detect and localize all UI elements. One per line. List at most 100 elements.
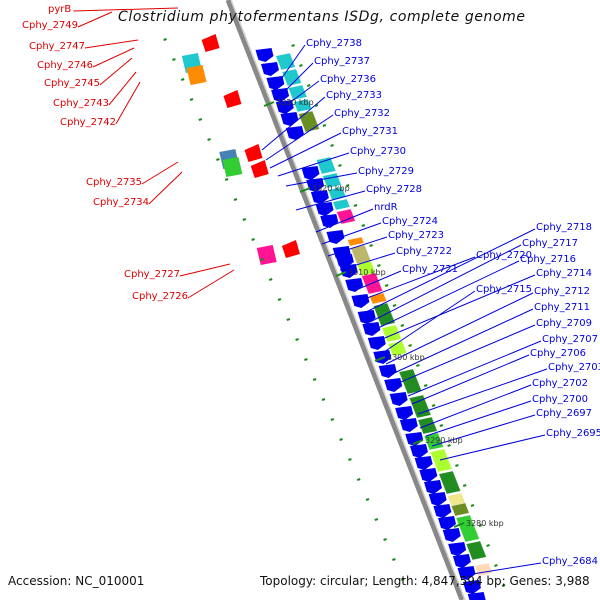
gene-label[interactable]: Cphy_2737 — [314, 56, 371, 67]
forward-gene-box — [293, 98, 313, 113]
leader-line — [383, 290, 476, 353]
gc-skew-mark — [268, 278, 273, 281]
gene-label[interactable]: Cphy_2695 — [546, 428, 600, 439]
gc-skew-track — [163, 38, 506, 587]
gene-label[interactable]: Cphy_2703 — [548, 362, 600, 373]
gene-label[interactable]: Cphy_2727 — [124, 269, 181, 280]
gc-skew-mark — [216, 158, 220, 161]
gene-label[interactable]: Cphy_2717 — [522, 238, 579, 249]
forward-gene-box — [408, 394, 432, 419]
gene-label[interactable]: Cphy_2735 — [86, 177, 143, 188]
reverse-gene-arrow — [423, 480, 442, 494]
gc-skew-mark — [277, 298, 282, 301]
leader-line — [277, 152, 350, 177]
leader-line — [339, 252, 396, 271]
leader-line — [271, 44, 306, 93]
gc-skew-mark — [478, 524, 483, 527]
gc-skew-mark — [348, 458, 352, 461]
gene-label[interactable]: Cphy_2724 — [382, 216, 439, 227]
gc-skew-mark — [384, 284, 389, 287]
leader-line — [431, 414, 536, 447]
gene-label[interactable]: Cphy_2738 — [306, 38, 363, 49]
leader-line — [269, 132, 342, 169]
gc-skew-mark — [374, 518, 379, 521]
reverse-gene-arrow — [399, 418, 418, 432]
gene-label[interactable]: Cphy_2720 — [476, 250, 533, 261]
gene-label[interactable]: pyrB — [48, 4, 72, 15]
gc-skew-mark — [312, 378, 317, 381]
gene-label[interactable]: Cphy_2730 — [350, 146, 407, 157]
reverse-gene-arrow — [362, 322, 381, 336]
gene-label[interactable]: Cphy_2723 — [388, 230, 445, 241]
gene-label[interactable]: Cphy_2684 — [542, 556, 599, 567]
gc-skew-mark — [338, 164, 342, 167]
gene-label[interactable]: Cphy_2697 — [536, 408, 593, 419]
leader-line — [379, 274, 536, 341]
gc-skew-mark — [431, 404, 436, 407]
gene-label[interactable]: Cphy_2715 — [476, 284, 533, 295]
scale-tick-mark — [263, 101, 275, 107]
gene-label[interactable]: Cphy_2742 — [60, 117, 117, 128]
leader-line — [395, 324, 536, 385]
gene-label[interactable]: Cphy_2722 — [396, 246, 453, 257]
leader-line — [417, 368, 548, 415]
gene-label[interactable]: Cphy_2716 — [520, 254, 577, 265]
scale-tick-label: 3320 kbp — [312, 184, 350, 193]
gene-label[interactable]: Cphy_2747 — [29, 41, 86, 52]
gene-label[interactable]: Cphy_2743 — [53, 98, 110, 109]
gene-label[interactable]: Cphy_2749 — [22, 20, 79, 31]
genome-summary-text: Topology: circular; Length: 4,847,594 bp… — [260, 574, 590, 588]
reverse-gene-arrow — [462, 580, 481, 594]
gene-label[interactable]: Cphy_2721 — [402, 264, 459, 275]
scale-tick-label: 3290 kbp — [425, 436, 463, 445]
reverse-gene-arrow — [315, 202, 334, 216]
leader-line — [411, 354, 530, 405]
reverse-gene-arrow — [339, 264, 358, 278]
gene-label[interactable]: Cphy_2728 — [366, 184, 423, 195]
gene-box — [222, 157, 243, 177]
reverse-gene-arrow — [409, 444, 428, 458]
forward-gene-box — [438, 470, 462, 495]
gene-label[interactable]: Cphy_2702 — [532, 378, 589, 389]
reverse-gene-arrow — [414, 456, 433, 470]
gene-label[interactable]: Cphy_2707 — [542, 334, 599, 345]
gc-skew-mark — [400, 578, 405, 581]
reverse-gene-arrow — [395, 406, 414, 420]
gene-label[interactable]: Cphy_2736 — [320, 74, 377, 85]
gene-label[interactable]: Cphy_2746 — [37, 60, 94, 71]
leader-line — [148, 171, 183, 205]
reverse-gene-arrow — [438, 516, 457, 530]
reverse-gene-arrow — [301, 166, 320, 180]
gene-label[interactable]: Cphy_2711 — [534, 302, 591, 313]
leader-line — [355, 270, 402, 291]
forward-gene-box — [369, 292, 387, 305]
gene-label[interactable]: Cphy_2700 — [532, 394, 589, 405]
gene-label[interactable]: nrdR — [374, 202, 398, 213]
gene-label[interactable]: Cphy_2732 — [334, 108, 391, 119]
gene-label[interactable]: Cphy_2745 — [44, 78, 101, 89]
gene-label[interactable]: Cphy_2729 — [358, 166, 415, 177]
gene-label[interactable]: Cphy_2718 — [536, 222, 593, 233]
leader-line — [285, 172, 358, 187]
leader-line — [407, 340, 542, 397]
leader-line — [187, 269, 235, 299]
gene-label[interactable]: Cphy_2731 — [342, 126, 399, 137]
forward-gene-arrow — [281, 240, 300, 258]
gene-label[interactable]: Cphy_2734 — [93, 197, 150, 208]
gene-label[interactable]: Cphy_2706 — [530, 348, 587, 359]
gc-skew-mark — [423, 384, 428, 387]
forward-gene-box — [281, 68, 302, 87]
gene-label[interactable]: Cphy_2712 — [534, 286, 591, 297]
reverse-gene-arrow — [345, 278, 364, 292]
gc-skew-mark — [339, 438, 343, 441]
gene-label[interactable]: Cphy_2726 — [132, 291, 189, 302]
gene-label[interactable]: Cphy_2733 — [326, 90, 383, 101]
reverse-gene-arrow — [467, 592, 486, 600]
gene-label[interactable]: Cphy_2714 — [536, 268, 593, 279]
gc-skew-mark — [189, 98, 194, 101]
accession-text: Accession: NC_010001 — [8, 574, 145, 588]
leader-line — [179, 263, 231, 277]
gene-label[interactable]: Cphy_2709 — [536, 318, 593, 329]
gc-skew-mark — [392, 558, 396, 561]
